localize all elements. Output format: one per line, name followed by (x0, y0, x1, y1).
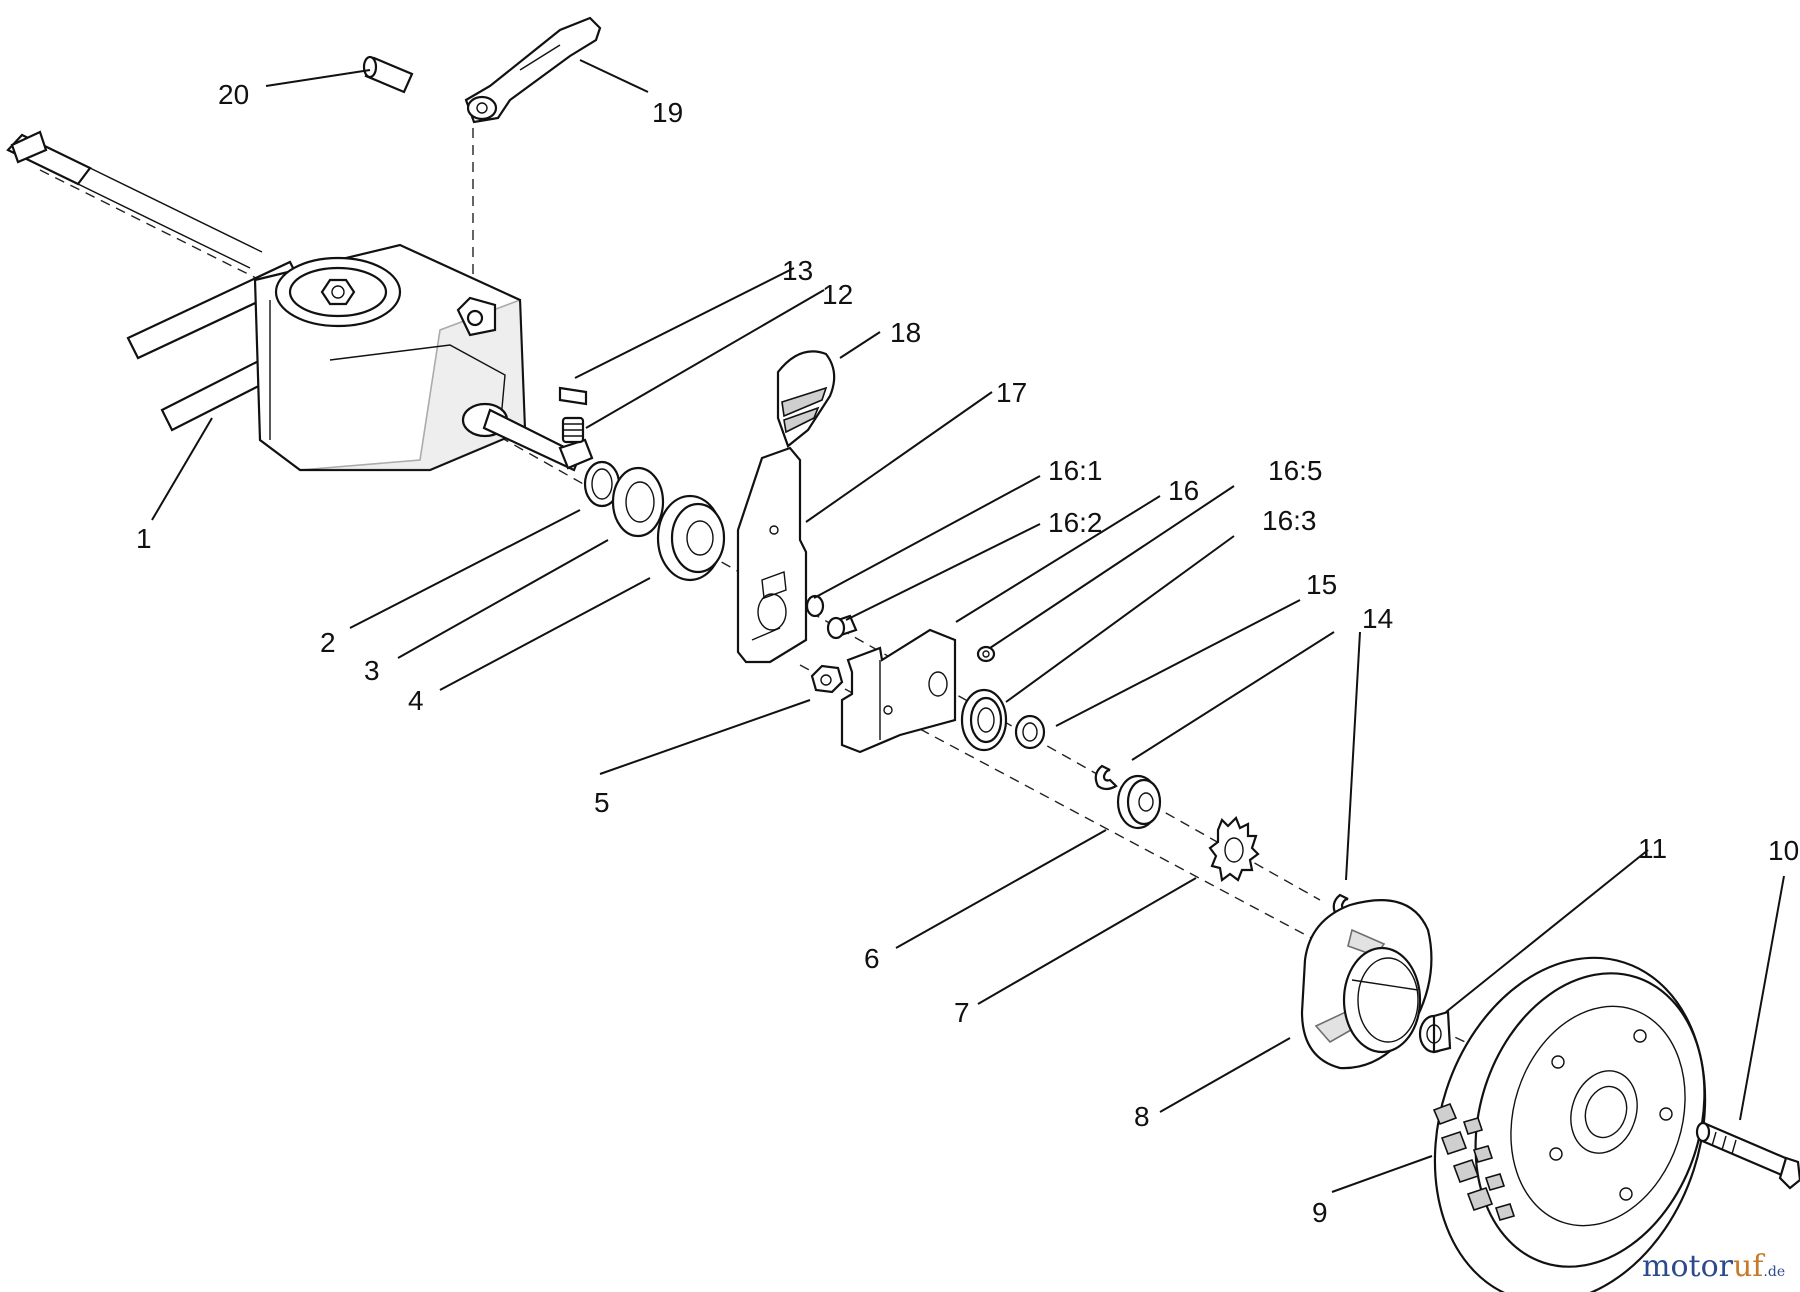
callout-16-3: 16:3 (1262, 505, 1317, 536)
watermark-logo: motoruf.de (1642, 1249, 1785, 1284)
transmission-gearbox (6, 130, 594, 472)
callout-1: 1 (136, 523, 152, 554)
pin-part-20 (362, 55, 414, 94)
e-clip-part-14-a (1094, 764, 1118, 791)
bearing-part-16-3 (960, 688, 1008, 752)
callout-16-2: 16:2 (1048, 507, 1103, 538)
decal-part-18 (776, 350, 836, 448)
shift-lever-part-19 (464, 16, 602, 124)
callout-6: 6 (864, 943, 880, 974)
pivot-bracket-part-16 (840, 628, 957, 754)
callout-12: 12 (822, 279, 853, 310)
callout-9: 9 (1312, 1197, 1328, 1228)
callout-16-1: 16:1 (1048, 455, 1103, 486)
leader-lines (151, 59, 1785, 1193)
spring-part-12 (561, 416, 585, 444)
svg-text:motoruf.de: motoruf.de (1642, 1249, 1785, 1284)
callout-13: 13 (782, 255, 813, 286)
axle-bolt-part-10 (1695, 1121, 1800, 1190)
watermark-tld: .de (1763, 1264, 1785, 1280)
bushing-part-4 (656, 494, 726, 582)
washer-part-6 (1116, 774, 1162, 830)
callout-labels: 20 19 1 2 3 4 13 12 18 17 16:1 16:2 16 1… (136, 79, 1799, 1228)
set-screw-part-16-5 (976, 645, 996, 663)
callout-3: 3 (364, 655, 380, 686)
callout-18: 18 (890, 317, 921, 348)
hex-nut-part-5 (810, 664, 844, 694)
callout-20: 20 (218, 79, 249, 110)
spacer-part-16-2 (826, 614, 858, 640)
wheel-hub-part-8 (1300, 899, 1433, 1070)
callout-5: 5 (594, 787, 610, 818)
pinion-gear-part-7 (1208, 816, 1260, 882)
callout-15: 15 (1306, 569, 1337, 600)
washer-part-3 (611, 466, 665, 538)
bracket-plate-part-17 (736, 446, 808, 664)
bushing-part-11 (1418, 1010, 1452, 1054)
watermark-brand-a: motor (1642, 1249, 1734, 1284)
callout-7: 7 (954, 997, 970, 1028)
key-part-13 (558, 386, 588, 406)
callout-17: 17 (996, 377, 1027, 408)
watermark-brand-b: uf (1733, 1249, 1765, 1284)
spacer-part-16-1 (805, 594, 825, 618)
callout-11: 11 (1638, 833, 1667, 864)
callout-16-5: 16:5 (1268, 455, 1323, 486)
callout-4: 4 (408, 685, 424, 716)
callout-8: 8 (1134, 1101, 1150, 1132)
retaining-ring-part-15 (1014, 714, 1046, 750)
callout-14: 14 (1362, 603, 1393, 634)
callout-19: 19 (652, 97, 683, 128)
callout-2: 2 (320, 627, 336, 658)
callout-16: 16 (1168, 475, 1199, 506)
callout-10: 10 (1768, 835, 1799, 866)
wheel-part-9 (1432, 956, 1707, 1292)
